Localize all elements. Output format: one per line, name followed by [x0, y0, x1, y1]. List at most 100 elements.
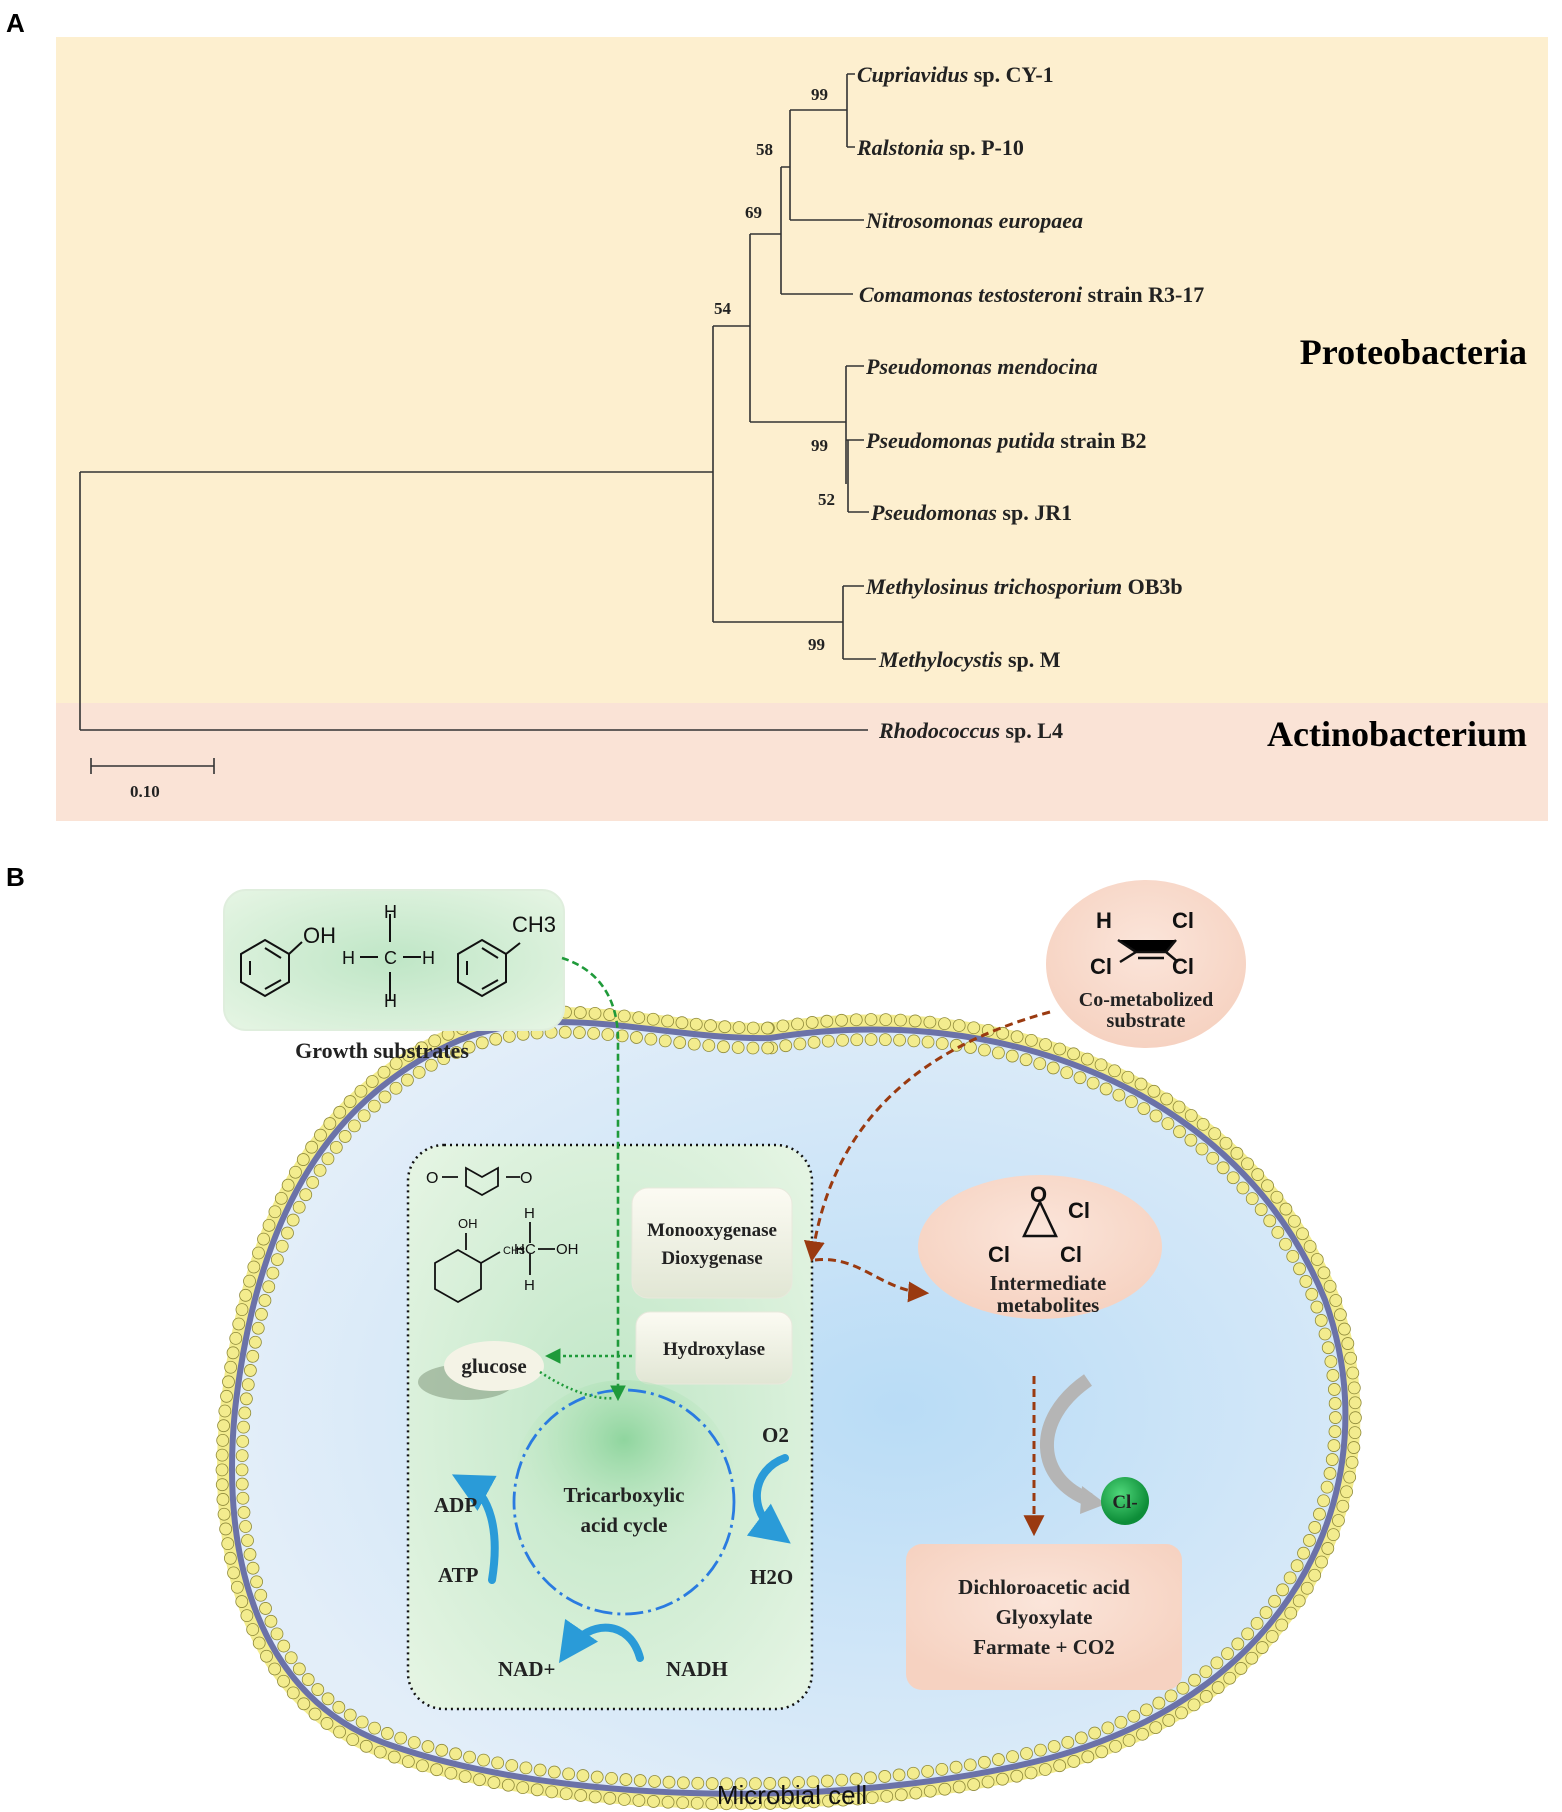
membrane-bead — [1255, 1641, 1269, 1654]
membrane-bead — [1290, 1559, 1304, 1573]
actinobacterium-region — [56, 703, 1548, 821]
membrane-bead — [923, 1015, 937, 1029]
membrane-bead — [237, 1420, 250, 1434]
membrane-bead — [967, 1021, 981, 1035]
taxon-label: Pseudomonas mendocina — [865, 354, 1098, 379]
membrane-bead — [1313, 1507, 1326, 1521]
membrane-bead — [822, 1794, 835, 1808]
taxon-label: Methylosinus trichosporium OB3b — [865, 574, 1183, 599]
membrane-bead — [217, 1507, 231, 1521]
membrane-bead — [1296, 1227, 1309, 1241]
membrane-bead — [545, 1785, 559, 1799]
membrane-bead — [1216, 1161, 1230, 1175]
products-box — [906, 1544, 1182, 1690]
membrane-bead — [1067, 1047, 1080, 1061]
bootstrap-value: 69 — [745, 203, 762, 222]
membrane-bead — [1236, 1181, 1250, 1195]
membrane-bead — [235, 1595, 249, 1608]
membrane-bead — [921, 1035, 935, 1049]
membrane-bead — [1164, 1689, 1178, 1703]
membrane-bead — [1114, 1715, 1128, 1729]
membrane-bead — [894, 1788, 908, 1802]
membrane-bead — [573, 1026, 586, 1039]
membrane-bead — [702, 1039, 716, 1052]
membrane-bead — [1127, 1709, 1141, 1723]
membrane-bead — [807, 1035, 821, 1049]
membrane-bead — [252, 1246, 265, 1260]
intermediate-label: metabolites — [997, 1293, 1100, 1317]
membrane-bead — [588, 1790, 602, 1804]
membrane-bead — [368, 1721, 381, 1735]
membrane-bead — [1275, 1618, 1289, 1632]
membrane-bead — [1137, 1102, 1151, 1115]
membrane-bead — [1121, 1070, 1135, 1084]
membrane-bead — [935, 1037, 949, 1050]
membrane-bead — [415, 1041, 428, 1055]
membrane-bead — [1162, 1714, 1176, 1727]
membrane-bead — [401, 1073, 414, 1087]
membrane-bead — [923, 1784, 937, 1798]
membrane-bead — [237, 1506, 251, 1519]
membrane-bead — [286, 1213, 300, 1227]
membrane-bead — [1332, 1514, 1345, 1527]
membrane-bead — [559, 1787, 573, 1801]
membrane-bead — [1345, 1455, 1359, 1469]
membrane-bead — [603, 1791, 617, 1805]
membrane-bead — [1074, 1731, 1088, 1745]
membrane-bead — [1305, 1287, 1319, 1301]
membrane-bead — [430, 1763, 444, 1777]
product-label: Dichloroacetic acid — [958, 1575, 1130, 1599]
membrane-bead — [292, 1662, 306, 1676]
membrane-bead — [1303, 1240, 1317, 1253]
membrane-bead — [1251, 1168, 1265, 1181]
membrane-bead — [424, 1058, 438, 1072]
membrane-bead — [367, 1099, 381, 1113]
membrane-bead — [1265, 1630, 1279, 1643]
membrane-bead — [690, 1796, 704, 1810]
membrane-bead — [1019, 1053, 1033, 1067]
membrane-bead — [778, 1796, 792, 1810]
membrane-bead — [297, 1697, 311, 1711]
membrane-bead — [1088, 1726, 1102, 1740]
membrane-bead — [1053, 1759, 1067, 1773]
membrane-bead — [262, 1218, 276, 1232]
membrane-bead — [1086, 1076, 1100, 1090]
membrane-bead — [720, 1797, 733, 1811]
membrane-bead — [864, 1771, 877, 1785]
scale-bar-label: 0.10 — [130, 782, 160, 801]
membrane-bead — [963, 1758, 977, 1772]
membrane-bead — [1308, 1521, 1322, 1534]
membrane-bead — [1276, 1583, 1290, 1597]
membrane-bead — [1033, 1057, 1047, 1071]
membrane-bead — [1315, 1555, 1328, 1569]
membrane-bead — [1340, 1485, 1353, 1499]
membrane-bead — [1328, 1397, 1342, 1410]
membrane-bead — [246, 1623, 260, 1636]
membrane-bead — [343, 1708, 357, 1722]
membrane-bead — [1283, 1571, 1297, 1585]
membrane-bead — [1347, 1441, 1361, 1454]
chloride-label: Cl- — [1112, 1492, 1137, 1513]
membrane-bead — [879, 1013, 893, 1027]
membrane-bead — [1081, 1052, 1094, 1066]
membrane-bead — [1325, 1453, 1339, 1466]
atom-label: Cl — [1068, 1198, 1090, 1223]
membrane-bead — [270, 1253, 284, 1266]
membrane-bead — [967, 1778, 981, 1791]
atom-label: OH — [303, 923, 336, 948]
taxon-label: Rhodococcus sp. L4 — [878, 718, 1063, 743]
membrane-bead — [220, 1389, 233, 1403]
membrane-bead — [777, 1776, 791, 1790]
membrane-bead — [632, 1011, 646, 1024]
membrane-bead — [533, 1763, 547, 1777]
membrane-bead — [590, 1770, 604, 1784]
membrane-bead — [1320, 1480, 1334, 1494]
tca-cycle-ring — [512, 1388, 736, 1616]
membrane-bead — [458, 1770, 472, 1784]
membrane-bead — [489, 1032, 503, 1046]
membrane-bead — [1147, 1084, 1161, 1098]
membrane-bead — [935, 1762, 949, 1776]
membrane-bead — [820, 1774, 834, 1788]
atom-label: Cl — [988, 1242, 1010, 1267]
membrane-bead — [359, 1739, 373, 1753]
